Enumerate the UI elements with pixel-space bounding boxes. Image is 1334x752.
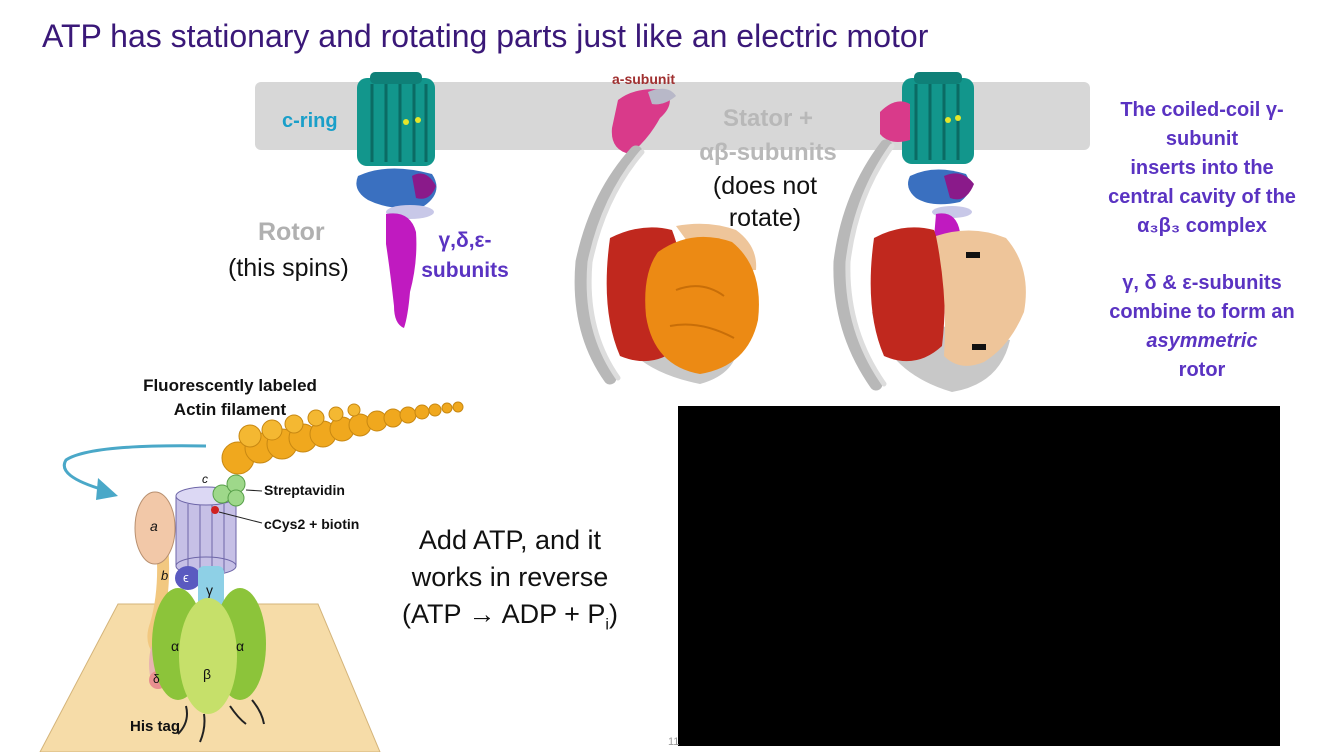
slide-title: ATP has stationary and rotating parts ju…: [42, 18, 929, 54]
subunit-delta-label: δ: [153, 672, 160, 686]
side-note-line2: subunit: [1165, 128, 1239, 150]
side-note-line7: combine to form an: [1109, 301, 1295, 323]
subunit-a-label: a: [150, 518, 158, 534]
side-note-line3: inserts into the: [1130, 157, 1274, 179]
c-ring-structure-1: [357, 72, 435, 166]
experiment-title-line2: Actin filament: [173, 400, 287, 419]
subunit-epsilon-label: ϵ: [183, 570, 189, 585]
stator-label-line2: αβ-subunits: [699, 139, 837, 166]
streptavidin-label: Streptavidin: [264, 482, 345, 498]
stator-structure: [574, 88, 759, 385]
subunit-a-shape: [134, 491, 176, 565]
peripheral-stalk-3: [833, 139, 895, 391]
c-ring-label: c-ring: [282, 110, 338, 132]
subunit-beta-label: β: [203, 666, 212, 682]
rotation-arrow: [62, 444, 207, 500]
side-note-line9: rotor: [1178, 359, 1226, 381]
c-ring-structure-3: [880, 72, 974, 164]
rotor-structure: [356, 72, 437, 328]
experiment-title: Fluorescently labeled Actin filament: [118, 374, 342, 422]
subunit-epsilon-shape: [175, 566, 201, 590]
stator-note-line1: (does not: [712, 172, 818, 200]
rotor-label: Rotor: [258, 218, 325, 246]
gde-line1: γ,δ,ε-: [438, 229, 492, 252]
subunit-c-label: c: [202, 472, 208, 486]
his-tag-label: His tag: [130, 718, 181, 735]
subunit-alpha-left-label: α: [171, 638, 180, 654]
page-number: 11: [668, 736, 680, 748]
a-subunit-structure: [611, 88, 676, 154]
peripheral-stalk-2: [574, 145, 645, 385]
experiment-schematic: [39, 401, 464, 752]
alpha-beta-hexamer-3: [870, 227, 1026, 392]
side-note: The coiled-coil γ- subunit inserts into …: [1080, 96, 1324, 385]
actin-filament: [221, 401, 464, 475]
atp-note-line3-prefix: (ATP → ADP + P: [402, 599, 606, 629]
rotor-note: (this spins): [228, 254, 349, 282]
stator-note: (does not rotate): [694, 170, 836, 234]
ccys-label: cCys2 + biotin: [264, 516, 360, 532]
alpha-beta-barrel: [152, 588, 266, 743]
gde-line2: subunits: [421, 259, 509, 282]
experiment-title-line1: Fluorescently labeled: [143, 376, 317, 395]
alpha-beta-hexamer-2: [606, 223, 759, 384]
side-note-line5: α₃β₃ complex: [1137, 215, 1267, 237]
video-player[interactable]: [678, 406, 1280, 746]
side-note-line1: The coiled-coil γ-: [1120, 99, 1284, 121]
side-note-line6: γ, δ & ε-subunits: [1122, 272, 1282, 294]
stator-label: Stator + αβ-subunits: [680, 102, 856, 170]
streptavidin-marker: [211, 474, 246, 514]
stator-note-line2: rotate): [728, 204, 802, 232]
atp-note-line3-sub: i: [605, 616, 609, 634]
a-subunit-label: a-subunit: [612, 71, 675, 87]
atp-note-line3: (ATP → ADP + Pi): [376, 596, 644, 643]
atp-note-line3-suffix: ): [608, 599, 618, 629]
rotor-stalk-1: [356, 168, 437, 328]
side-note-line8: asymmetric: [1146, 330, 1258, 352]
atp-note: Add ATP, and it works in reverse (ATP → …: [376, 522, 644, 643]
atp-note-line2: works in reverse: [411, 562, 609, 592]
full-complex-structure: [833, 72, 1026, 392]
side-note-line4: central cavity of the: [1108, 186, 1296, 208]
gde-subunits-label: γ,δ,ε- subunits: [408, 226, 522, 286]
stator-label-line1: Stator +: [722, 105, 814, 132]
atp-note-line1: Add ATP, and it: [418, 525, 602, 555]
connector-lines: [218, 489, 263, 524]
subunit-alpha-right-label: α: [236, 638, 245, 654]
subunit-gamma-label: γ: [206, 582, 213, 598]
subunit-b-label: b: [161, 568, 169, 583]
